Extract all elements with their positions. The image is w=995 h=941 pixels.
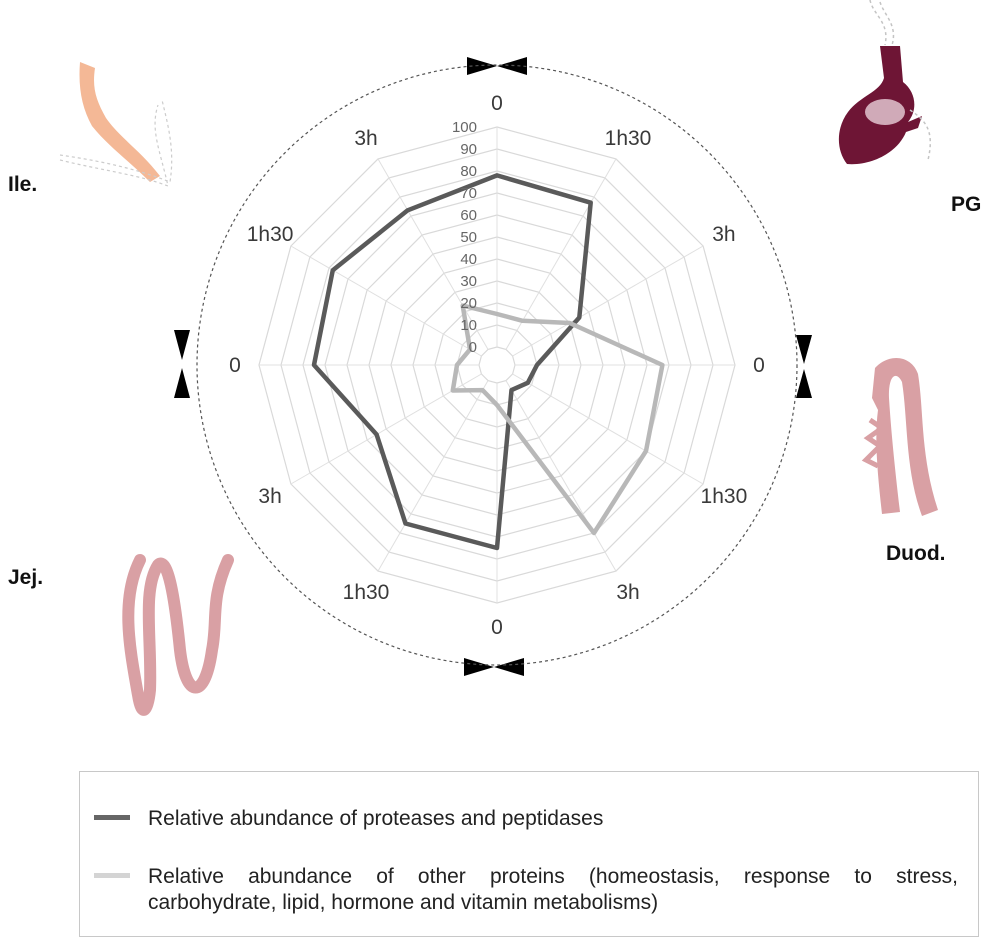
organ-label-jej: Jej. [8, 566, 44, 589]
organ-label-duod: Duod. [886, 542, 946, 565]
spoke-label: 0 [753, 354, 765, 377]
bowtie-marker [467, 57, 527, 75]
radial-tick-label: 70 [460, 185, 477, 202]
legend-swatch-proteases [94, 815, 130, 820]
radial-tick-label: 20 [460, 295, 477, 312]
bowtie-marker [464, 658, 524, 676]
outer-dashed-circle [196, 64, 798, 666]
series-line-other [450, 303, 665, 536]
spoke-label: 3h [712, 223, 735, 246]
bowtie-marker [796, 335, 812, 398]
spoke-line [377, 158, 489, 350]
legend-label-proteases: Relative abundance of proteases and pept… [148, 807, 604, 830]
legend-item-proteases: Relative abundance of proteases and pept… [80, 806, 958, 832]
spoke-label: 0 [491, 92, 503, 115]
series-line-proteases [311, 173, 593, 551]
spoke-line [290, 373, 482, 485]
spoke-label: 3h [616, 581, 639, 604]
organ-label-ile: Ile. [8, 173, 38, 196]
spoke-label: 3h [354, 127, 377, 150]
radar-plot-area: 0 10 20 30 40 50 60 70 80 90 100 0 1h30 3h 0 1h30 3h 0 1h3… [196, 64, 798, 666]
radial-tick-label: 80 [460, 163, 477, 180]
spoke-line [290, 245, 482, 357]
radial-tick-label: 40 [460, 251, 477, 268]
radial-tick-label: 0 [469, 339, 477, 356]
radial-tick-label: 90 [460, 141, 477, 158]
duodenum-illustration [861, 357, 938, 516]
legend-label-other-line2: carbohydrate, lipid, hormone and vitamin… [148, 891, 659, 914]
legend-label-other-line1: Relative abundance of other proteins (ho… [148, 865, 958, 888]
radar-chart: 0 10 20 30 40 50 60 70 80 90 100 0 1h30 3h 0 1h30 3h 0 1h3… [59, 0, 938, 716]
chart-legend: Relative abundance of proteases and pept… [79, 771, 979, 937]
radial-tick-label: 50 [460, 229, 477, 246]
bowtie-marker [174, 330, 190, 398]
spoke-label: 1h30 [605, 127, 652, 150]
ileum-illustration [59, 62, 173, 187]
stomach-illustration [838, 0, 931, 165]
spoke-line [505, 380, 617, 572]
spoke-label: 1h30 [247, 223, 294, 246]
radial-tick-label: 100 [452, 119, 477, 136]
spoke-label: 1h30 [343, 581, 390, 604]
jejunum-illustration [122, 554, 234, 716]
radial-tick-label: 60 [460, 207, 477, 224]
spoke-line [512, 373, 704, 485]
spoke-label: 0 [229, 354, 241, 377]
spoke-line [512, 245, 704, 357]
spoke-label: 0 [491, 616, 503, 639]
radial-tick-label: 30 [460, 273, 477, 290]
legend-swatch-other [94, 873, 130, 878]
spoke-line [505, 158, 617, 350]
spoke-line [377, 380, 489, 572]
organ-label-pg: PG [951, 193, 982, 216]
grid-ring [478, 346, 516, 384]
legend-item-other: Relative abundance of other proteins (ho… [80, 864, 958, 916]
radial-tick-label: 10 [460, 317, 477, 334]
spoke-label: 3h [258, 485, 281, 508]
legend-label-other: Relative abundance of other proteins (ho… [148, 864, 958, 916]
spoke-label: 1h30 [701, 485, 748, 508]
